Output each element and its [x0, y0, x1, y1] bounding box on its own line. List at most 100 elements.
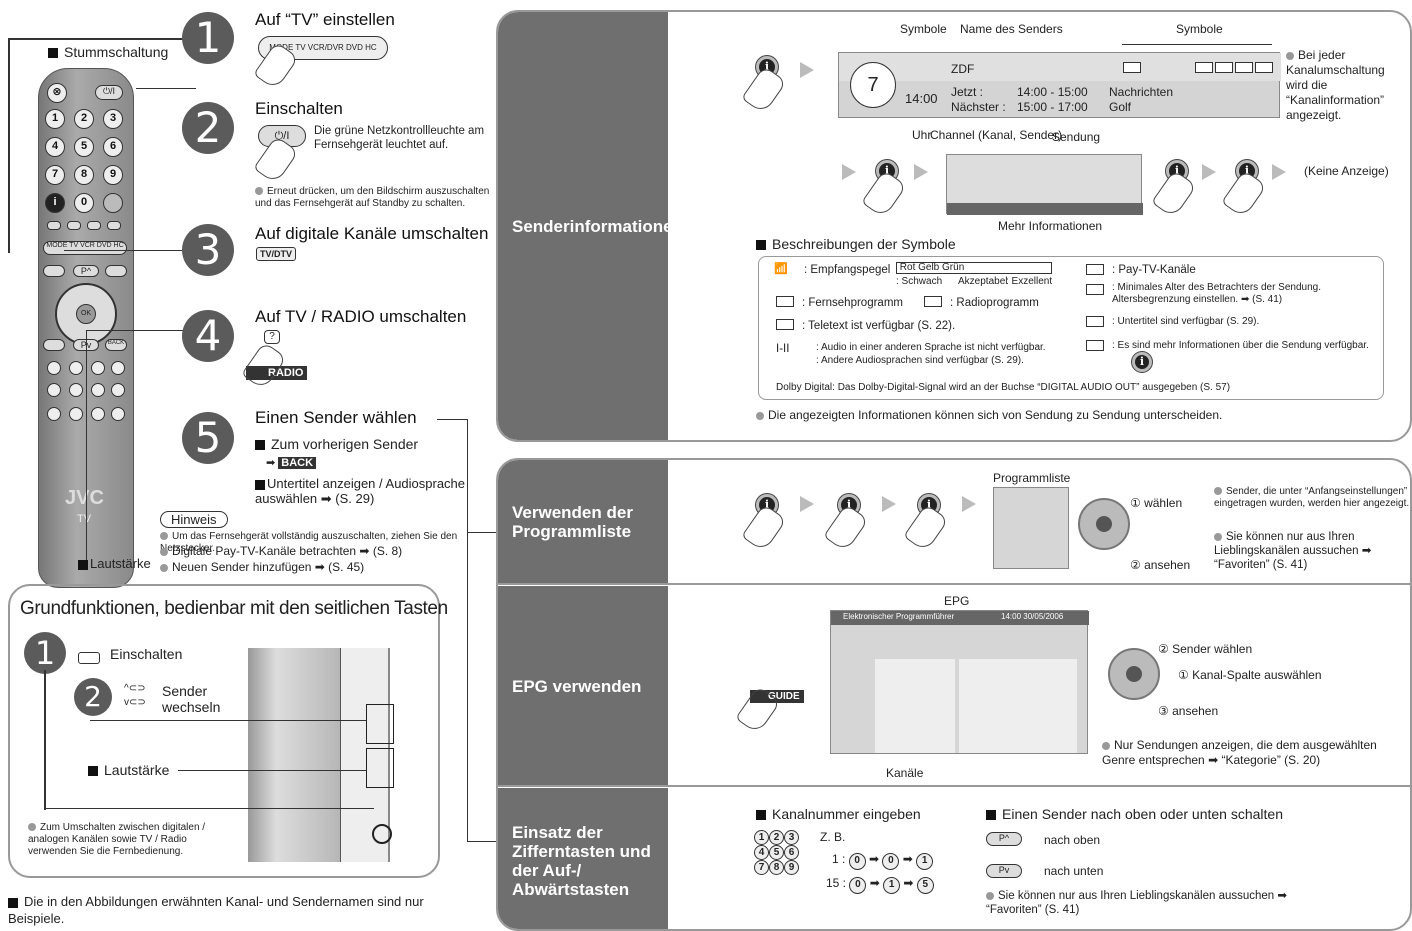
step-2-note: Erneut drücken, um den Bildschirm auszus… — [255, 186, 490, 209]
down-button-icon: Pv — [986, 864, 1022, 878]
arrow-icon — [914, 164, 928, 180]
banner-next-time: 15:00 - 17:00 — [1017, 100, 1088, 114]
banner-next-show: Golf — [1109, 100, 1132, 114]
subtitle-audio: Untertitel anzeigen / Audiosprache auswä… — [255, 476, 466, 506]
label-mehr: Mehr Informationen — [998, 219, 1103, 233]
label-symbole-left: Symbole — [900, 22, 947, 36]
tv-label: TV — [77, 513, 92, 525]
digit-1[interactable]: 1 — [45, 109, 65, 129]
sym-fernseh: : Fernsehprogramm — [802, 297, 903, 309]
banner-time: 14:00 — [905, 91, 938, 106]
power-icon — [78, 652, 100, 664]
up-button-icon: P^ — [986, 832, 1022, 846]
einen-title: Einen Sender nach oben oder unten schalt… — [986, 806, 1283, 822]
sym-exzellent: : Exzellent — [1006, 276, 1053, 287]
grund-box — [8, 584, 440, 878]
mute-label: Stummschaltung — [48, 44, 168, 60]
back-label: ➡ BACK — [266, 456, 317, 469]
panel4-note: Sie können nur aus Ihren Lieblingskanäle… — [986, 890, 1288, 916]
more-info-screen — [946, 154, 1143, 215]
info-button[interactable]: i — [45, 193, 65, 213]
step-2-text: Die grüne Netzkontrollleuchte am Fernseh… — [314, 125, 485, 151]
step-5-number: 5 — [182, 412, 234, 464]
digit-2[interactable]: 2 — [74, 109, 94, 129]
label-channel: Channel (Kanal, Sender) — [930, 128, 1063, 142]
symbol-table — [758, 256, 1384, 400]
dpad-icon — [1108, 648, 1160, 700]
programmliste-title: Programmliste — [993, 471, 1071, 485]
label-unten: nach unten — [1044, 864, 1104, 878]
digit-3[interactable]: 3 — [103, 109, 123, 129]
hinweis-label: Hinweis — [160, 511, 228, 528]
panel3-label: EPG verwenden — [498, 586, 668, 786]
sym-paytv: : Pay-TV-Kanäle — [1112, 264, 1196, 276]
example-1: 1 : 0 ➡ 0 ➡ 1 — [832, 852, 934, 870]
epg-header: Elektronischer Programmführer — [843, 612, 955, 621]
arrow-icon — [800, 62, 814, 78]
digit-6[interactable]: 6 — [103, 137, 123, 157]
zb-label: Z. B. — [820, 830, 846, 844]
label-sendung: Sendung — [1052, 130, 1101, 144]
step-5-title: Einen Sender wählen — [255, 408, 417, 427]
arrow-icon — [842, 164, 856, 180]
channel-up-button[interactable]: P^ — [73, 265, 99, 277]
digit-4[interactable]: 4 — [45, 137, 65, 157]
grund-title: Grundfunktionen, bedienbar mit den seitl… — [20, 598, 448, 619]
power-button[interactable]: ⏻/I — [95, 85, 123, 100]
digit-7[interactable]: 7 — [45, 165, 65, 185]
grund-on: Einschalten — [110, 646, 183, 662]
pl-ansehen: ② ansehen — [1130, 558, 1191, 572]
arrow-icon — [1272, 164, 1286, 180]
digit-8[interactable]: 8 — [74, 165, 94, 185]
digit-9[interactable]: 9 — [103, 165, 123, 185]
info-text: Bei jeder Kanalumschaltung wird die “Kan… — [1286, 48, 1385, 122]
epg-s3: ③ ansehen — [1158, 704, 1219, 718]
tv-side-panel — [248, 648, 394, 862]
epg-title: EPG — [944, 594, 970, 608]
mode-switch[interactable]: MODE TV VCR DVD HC — [43, 241, 127, 255]
extra-button[interactable] — [103, 193, 123, 213]
label-name: Name des Senders — [960, 22, 1063, 36]
footnote: Die in den Abbildungen erwähnten Kanal- … — [8, 894, 424, 926]
epg-s1: ② Sender wählen — [1158, 642, 1253, 656]
question-icon: ? — [264, 330, 280, 344]
banner-next-label: Nächster : — [951, 100, 1006, 114]
back-button[interactable]: BACK — [105, 339, 127, 351]
pl-note1: Sender, die unter “Anfangseinstellungen”… — [1214, 486, 1410, 509]
dpad-icon — [1078, 498, 1130, 550]
digit-0[interactable]: 0 — [74, 193, 94, 213]
sym-untertitel: : Untertitel sind verfügbar (S. 29). — [1112, 316, 1260, 327]
step-3-title: Auf digitale Kanäle umschalten — [255, 224, 489, 243]
sym-audio2: : Andere Audiosprachen sind verfügbar (S… — [816, 355, 1024, 366]
mute-button[interactable]: ⊗ — [47, 83, 67, 103]
grund-step-2: 2 — [74, 678, 112, 716]
hand-icon — [241, 341, 287, 391]
sym-alter: : Minimales Alter des Betrachters der Se… — [1112, 282, 1321, 305]
hinweis-2: Digitale Pay-TV-Kanäle betrachten ➡ (S. … — [160, 544, 402, 558]
arrow-icon — [882, 496, 896, 512]
sym-dolby: Dolby Digital: Das Dolby-Digital-Signal … — [776, 382, 1231, 393]
epg-kanaele: Kanäle — [886, 766, 924, 780]
guide-button: GUIDE — [750, 690, 804, 703]
digit-5[interactable]: 5 — [74, 137, 94, 157]
epg-s2: ① Kanal-Spalte auswählen — [1178, 668, 1322, 682]
sym-radio: : Radioprogramm — [950, 297, 1039, 309]
panel2-label: Verwenden der Programmliste — [498, 460, 668, 584]
step-1-number: 1 — [182, 12, 234, 64]
grund-note: Zum Umschalten zwischen digitalen / anal… — [28, 822, 206, 857]
sym-empfang: : Empfangspegel — [804, 264, 891, 276]
tvdtv-button: TV/DTV — [256, 247, 297, 261]
channel-number-circle: 7 — [850, 62, 896, 108]
epg-screen: Elektronischer Programmführer 14:00 30/0… — [830, 610, 1089, 754]
banner-station: ZDF — [951, 62, 975, 76]
channel-banner: ZDF 14:00 Jetzt : 14:00 - 15:00 Nachrich… — [838, 52, 1281, 118]
example-2: 15 : 0 ➡ 1 ➡ 5 — [826, 876, 934, 894]
step-1-title: Auf “TV” einstellen — [255, 10, 395, 29]
prev-channel: Zum vorherigen Sender — [255, 436, 418, 452]
brand-logo: JVC — [65, 487, 104, 509]
epg-note: Nur Sendungen anzeigen, die dem ausgewäh… — [1102, 738, 1377, 767]
step-4-title: Auf TV / RADIO umschalten — [255, 307, 467, 326]
label-keine: (Keine Anzeige) — [1304, 164, 1389, 178]
info-button-icon: i — [1132, 352, 1152, 372]
